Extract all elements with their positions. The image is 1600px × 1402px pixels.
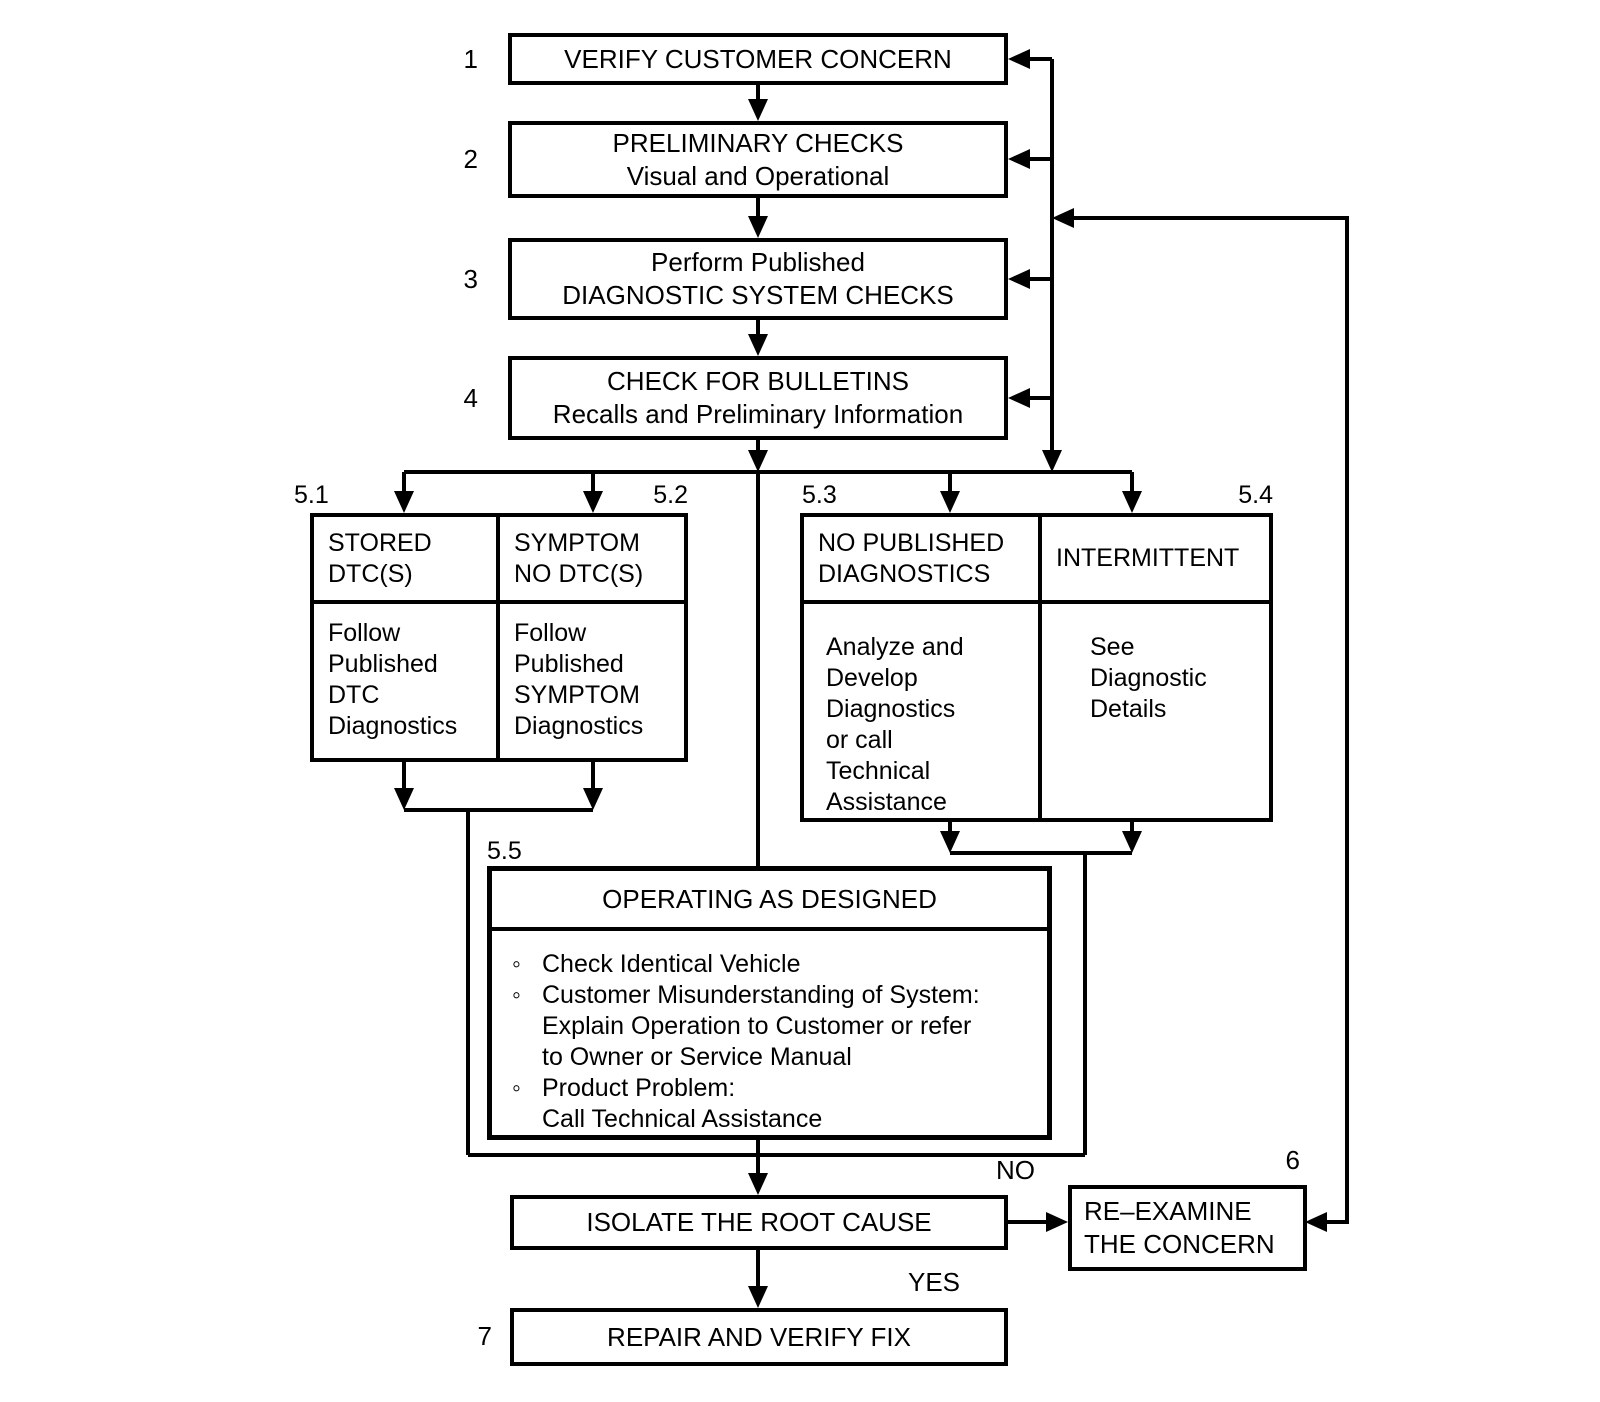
step-2-number: 2: [463, 144, 478, 174]
header-no-published-diagnostics: NO PUBLISHED DIAGNOSTICS: [804, 517, 1042, 604]
header-intermittent: INTERMITTENT: [1042, 517, 1269, 604]
table-dtc-branches: STORED DTC(S) SYMPTOM NO DTC(S) Follow P…: [310, 513, 688, 762]
step-3-number: 3: [463, 264, 478, 294]
list-item: ◦ Check Identical Vehicle: [512, 950, 801, 978]
bullet-icon: ◦: [512, 1074, 521, 1102]
node-isolate-root-cause: ISOLATE THE ROOT CAUSE: [510, 1195, 1008, 1250]
node-operating-as-designed: OPERATING AS DESIGNED ◦ Check Identical …: [487, 866, 1052, 1140]
branch-distribution: [394, 470, 1142, 513]
node-reexamine-concern: RE–EXAMINE THE CONCERN: [1068, 1185, 1307, 1271]
operating-as-designed-list: ◦ Check Identical Vehicle ◦ Customer Mis…: [492, 931, 1047, 1135]
table-published-branches: NO PUBLISHED DIAGNOSTICS INTERMITTENT An…: [800, 513, 1273, 822]
label-yes: YES: [908, 1267, 961, 1297]
header-symptom-no-dtc: SYMPTOM NO DTC(S): [500, 517, 684, 604]
step-7-number: 7: [477, 1321, 492, 1351]
step-4-number: 4: [463, 383, 478, 413]
right-return-bus: [1008, 49, 1062, 472]
label-5-4: 5.4: [1238, 481, 1273, 509]
node-check-for-bulletins: CHECK FOR BULLETINS Recalls and Prelimin…: [508, 356, 1008, 440]
body-analyze-develop: Analyze and Develop Diagnostics or call …: [804, 604, 1042, 818]
node-diagnostic-system-checks: Perform Published DIAGNOSTIC SYSTEM CHEC…: [508, 238, 1008, 320]
list-item: ◦ Customer Misunderstanding of System: E…: [512, 981, 980, 1071]
label-no: NO: [996, 1155, 1035, 1185]
body-follow-dtc-diagnostics: Follow Published DTC Diagnostics: [314, 604, 500, 758]
body-see-diagnostic-details: See Diagnostic Details: [1090, 633, 1207, 723]
node-repair-verify-fix: REPAIR AND VERIFY FIX: [510, 1308, 1008, 1366]
body-follow-symptom-diagnostics: Follow Published SYMPTOM Diagnostics: [514, 619, 644, 740]
bullet-icon: ◦: [512, 950, 521, 978]
label-5-3: 5.3: [802, 481, 837, 509]
operating-as-designed-title: OPERATING AS DESIGNED: [492, 871, 1047, 931]
node-preliminary-checks: PRELIMINARY CHECKS Visual and Operationa…: [508, 121, 1008, 198]
label-5-2: 5.2: [653, 481, 688, 509]
step-6-number: 6: [1285, 1145, 1300, 1175]
list-item: ◦ Product Problem: Call Technical Assist…: [512, 1074, 823, 1133]
node-verify-customer-concern: VERIFY CUSTOMER CONCERN: [508, 33, 1008, 85]
no-arrow: [1008, 1212, 1068, 1232]
step-1-number: 1: [463, 44, 478, 74]
label-5-5: 5.5: [487, 837, 522, 865]
label-5-1: 5.1: [294, 481, 329, 509]
bullet-icon: ◦: [512, 981, 521, 1009]
header-stored-dtc: STORED DTC(S): [314, 517, 500, 604]
